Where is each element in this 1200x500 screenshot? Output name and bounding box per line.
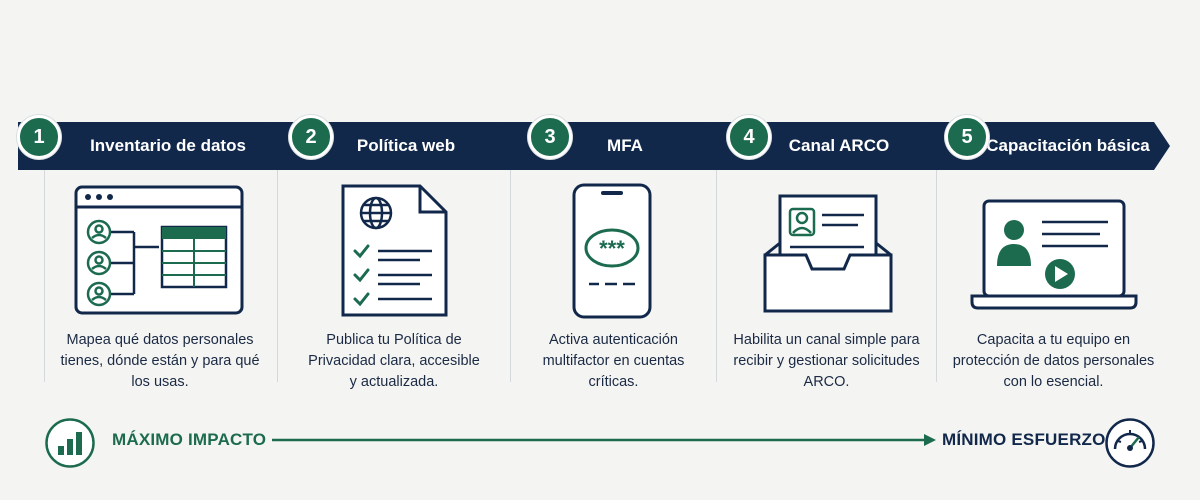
step-description-1: Mapea qué datos personales tienes, dónde… [60,332,260,390]
step-banner-1: Inventario de datos [18,122,286,170]
svg-text:***: *** [599,236,625,261]
laptop-training-icon [970,199,1138,310]
data-inventory-icon [74,185,244,315]
column-divider-1 [44,170,45,382]
step-number-badge-2: 2 [289,115,333,159]
step-title-1: Inventario de datos [90,136,246,155]
step-description-4: Habilita un canal simple para recibir y … [733,332,920,390]
step-number-badge-4: 4 [727,115,771,159]
step-number-badge-3: 3 [528,115,572,159]
step-title-2: Política web [356,136,456,155]
bar-chart-icon [45,418,95,468]
column-divider-2 [277,170,278,382]
step-title-3: MFA [607,136,643,155]
step-description-5: Capacita a tu equipo en protección de da… [952,332,1155,390]
step-title-4: Canal ARCO [788,136,890,155]
step-description-3: Activa autenticación multifactor en cuen… [542,332,685,390]
privacy-policy-document-icon [341,184,448,317]
impact-effort-arrow [272,434,936,446]
step-description-2: Publica tu Política de Privacidad clara,… [308,332,480,390]
speedometer-gauge-icon [1105,418,1155,468]
column-divider-5 [936,170,937,382]
column-divider-3 [510,170,511,382]
step-number-badge-1: 1 [17,115,61,159]
step-banner-1-shape [18,122,286,170]
step-number-badge-5: 5 [945,115,989,159]
max-impact-label: MÁXIMO IMPACTO [112,430,267,449]
arco-inbox-tray-icon [763,194,893,313]
min-effort-label: MÍNIMO ESFUERZO [942,430,1106,449]
smartphone-mfa-icon: *** [572,183,652,319]
column-divider-4 [716,170,717,382]
step-title-5: Capacitación básica [986,136,1150,155]
